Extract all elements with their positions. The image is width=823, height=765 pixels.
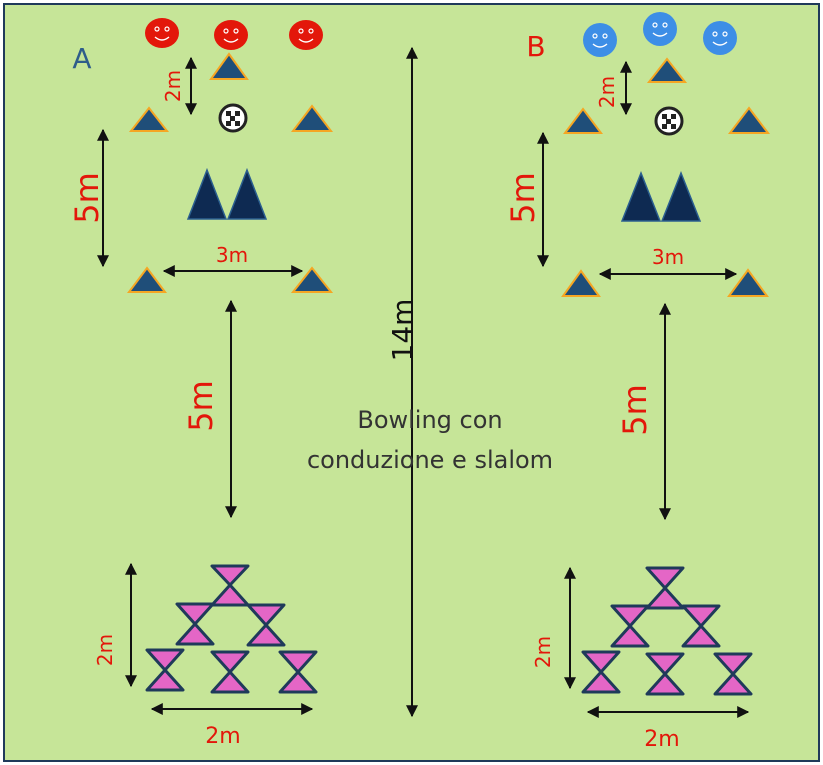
cone-icon [727, 106, 771, 134]
team-b-letter: B [526, 30, 545, 63]
cone-icon [727, 268, 769, 297]
player-icon [145, 18, 179, 48]
pin-icon [278, 650, 318, 694]
pin-icon [581, 650, 621, 694]
cone-icon [128, 106, 170, 132]
distance-label-pins-2m: 2m [93, 634, 117, 666]
player-icon [643, 12, 677, 46]
pin-icon [681, 604, 721, 648]
cone-icon [127, 266, 167, 293]
bowling-pins [145, 564, 318, 694]
drill-title-line-1: Bowling con [357, 406, 502, 434]
pin-icon [713, 652, 753, 696]
cone-icon [209, 52, 249, 80]
distance-label-5m: 5m [504, 172, 542, 224]
distance-label-3m: 3m [216, 243, 248, 267]
soccer-ball-icon [654, 106, 684, 136]
pin-icon [246, 603, 286, 647]
big-cone-icon [226, 167, 268, 220]
team-b-station: B 2m [504, 12, 771, 752]
cone-icon [290, 104, 334, 132]
pin-icon [645, 652, 685, 696]
big-cone-icon [186, 167, 228, 220]
distance-label-pins-2m-bottom: 2m [205, 724, 240, 749]
player-icon [289, 20, 323, 50]
player-icon [583, 23, 617, 57]
distance-label-5m-mid: 5m [616, 384, 654, 436]
cone-icon [290, 266, 334, 293]
distance-label-2m: 2m [595, 76, 619, 108]
team-a-letter: A [72, 42, 91, 75]
distance-label-5m-mid: 5m [182, 380, 220, 432]
distance-label-3m: 3m [652, 245, 684, 269]
bowling-pins [581, 566, 753, 696]
player-icon [703, 21, 737, 55]
cone-icon [563, 107, 603, 134]
player-icon [214, 20, 248, 50]
big-cone-icon [660, 170, 702, 222]
soccer-ball-icon [218, 103, 248, 133]
pin-icon [175, 602, 215, 646]
pin-icon [610, 604, 650, 648]
distance-label-2m: 2m [161, 70, 185, 102]
pin-icon [210, 650, 250, 694]
big-cone-icon [620, 170, 662, 222]
drill-title-line-2: conduzione e slalom [307, 446, 553, 474]
distance-label-5m: 5m [68, 172, 106, 224]
cone-icon [646, 57, 688, 83]
pin-icon [145, 648, 185, 692]
cone-icon [561, 269, 601, 297]
total-length-label: 14m [386, 299, 419, 362]
team-a-station: A [68, 18, 334, 749]
distance-label-pins-2m-bottom: 2m [644, 727, 679, 752]
distance-label-pins-2m: 2m [531, 636, 555, 668]
